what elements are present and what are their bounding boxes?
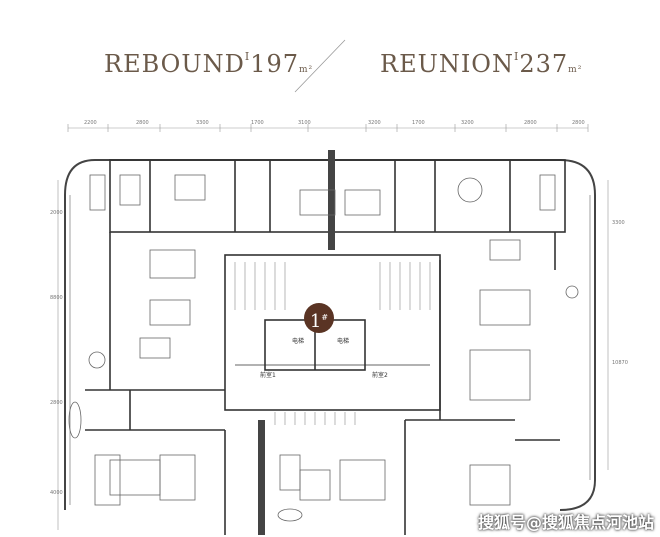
dimension-label: 2200 (84, 120, 97, 126)
furniture-left (68, 174, 331, 522)
unit-title-rebound: REBOUNDI197m² (104, 50, 313, 78)
watermark: 搜狐号@搜狐焦点河池站 (477, 513, 654, 532)
dimension-label: 3100 (298, 120, 311, 126)
dimension-label: 1700 (251, 120, 264, 126)
dimension-label: 2800 (50, 400, 63, 406)
elevator-label-1: 电梯 (292, 338, 305, 345)
unit-title-reunion: REUNIONI237m² (380, 50, 582, 78)
lobby-label-1: 前室1 (260, 372, 276, 379)
dimension-label: 10870 (612, 360, 628, 366)
dimension-label: 8800 (50, 295, 63, 301)
dimension-label: 2800 (572, 120, 585, 126)
dimension-ticks-top (67, 124, 589, 132)
unit-mark: I (513, 50, 520, 63)
outer-wall-left (64, 159, 96, 510)
elevator-label-2: 电梯 (337, 338, 350, 345)
lobby-label-2: 前室2 (372, 372, 388, 379)
dimension-label: 4000 (50, 490, 63, 496)
building-number-suffix: # (321, 313, 329, 322)
unit-name: REBOUND (104, 50, 245, 78)
dimension-label: 3300 (196, 120, 209, 126)
unit-name: REUNION (380, 50, 514, 78)
shear-wall-top (328, 150, 335, 250)
dimension-label: 3200 (368, 120, 381, 126)
unit-area-unit: m² (299, 65, 314, 75)
dimension-label: 1700 (412, 120, 425, 126)
stair-treads (234, 262, 431, 425)
furniture-right (89, 174, 579, 506)
building-number-badge: 1# (304, 303, 334, 333)
dimension-label: 2800 (524, 120, 537, 126)
unit-area: 197 (250, 50, 299, 78)
upper-rooms (109, 159, 566, 233)
dimension-label: 2000 (50, 210, 63, 216)
outer-wall-right (95, 159, 596, 511)
shear-wall-bottom (258, 420, 265, 535)
dimension-label: 2800 (136, 120, 149, 126)
building-number: 1 (309, 311, 322, 332)
core (224, 254, 441, 411)
unit-mark: I (244, 50, 251, 63)
dimension-label: 3200 (461, 120, 474, 126)
unit-area: 237 (519, 50, 569, 78)
right-unit-walls (404, 232, 560, 535)
left-unit-walls (85, 232, 226, 535)
dimension-label: 3300 (612, 220, 625, 226)
unit-area-unit: m² (568, 65, 583, 75)
title-divider (294, 39, 346, 93)
